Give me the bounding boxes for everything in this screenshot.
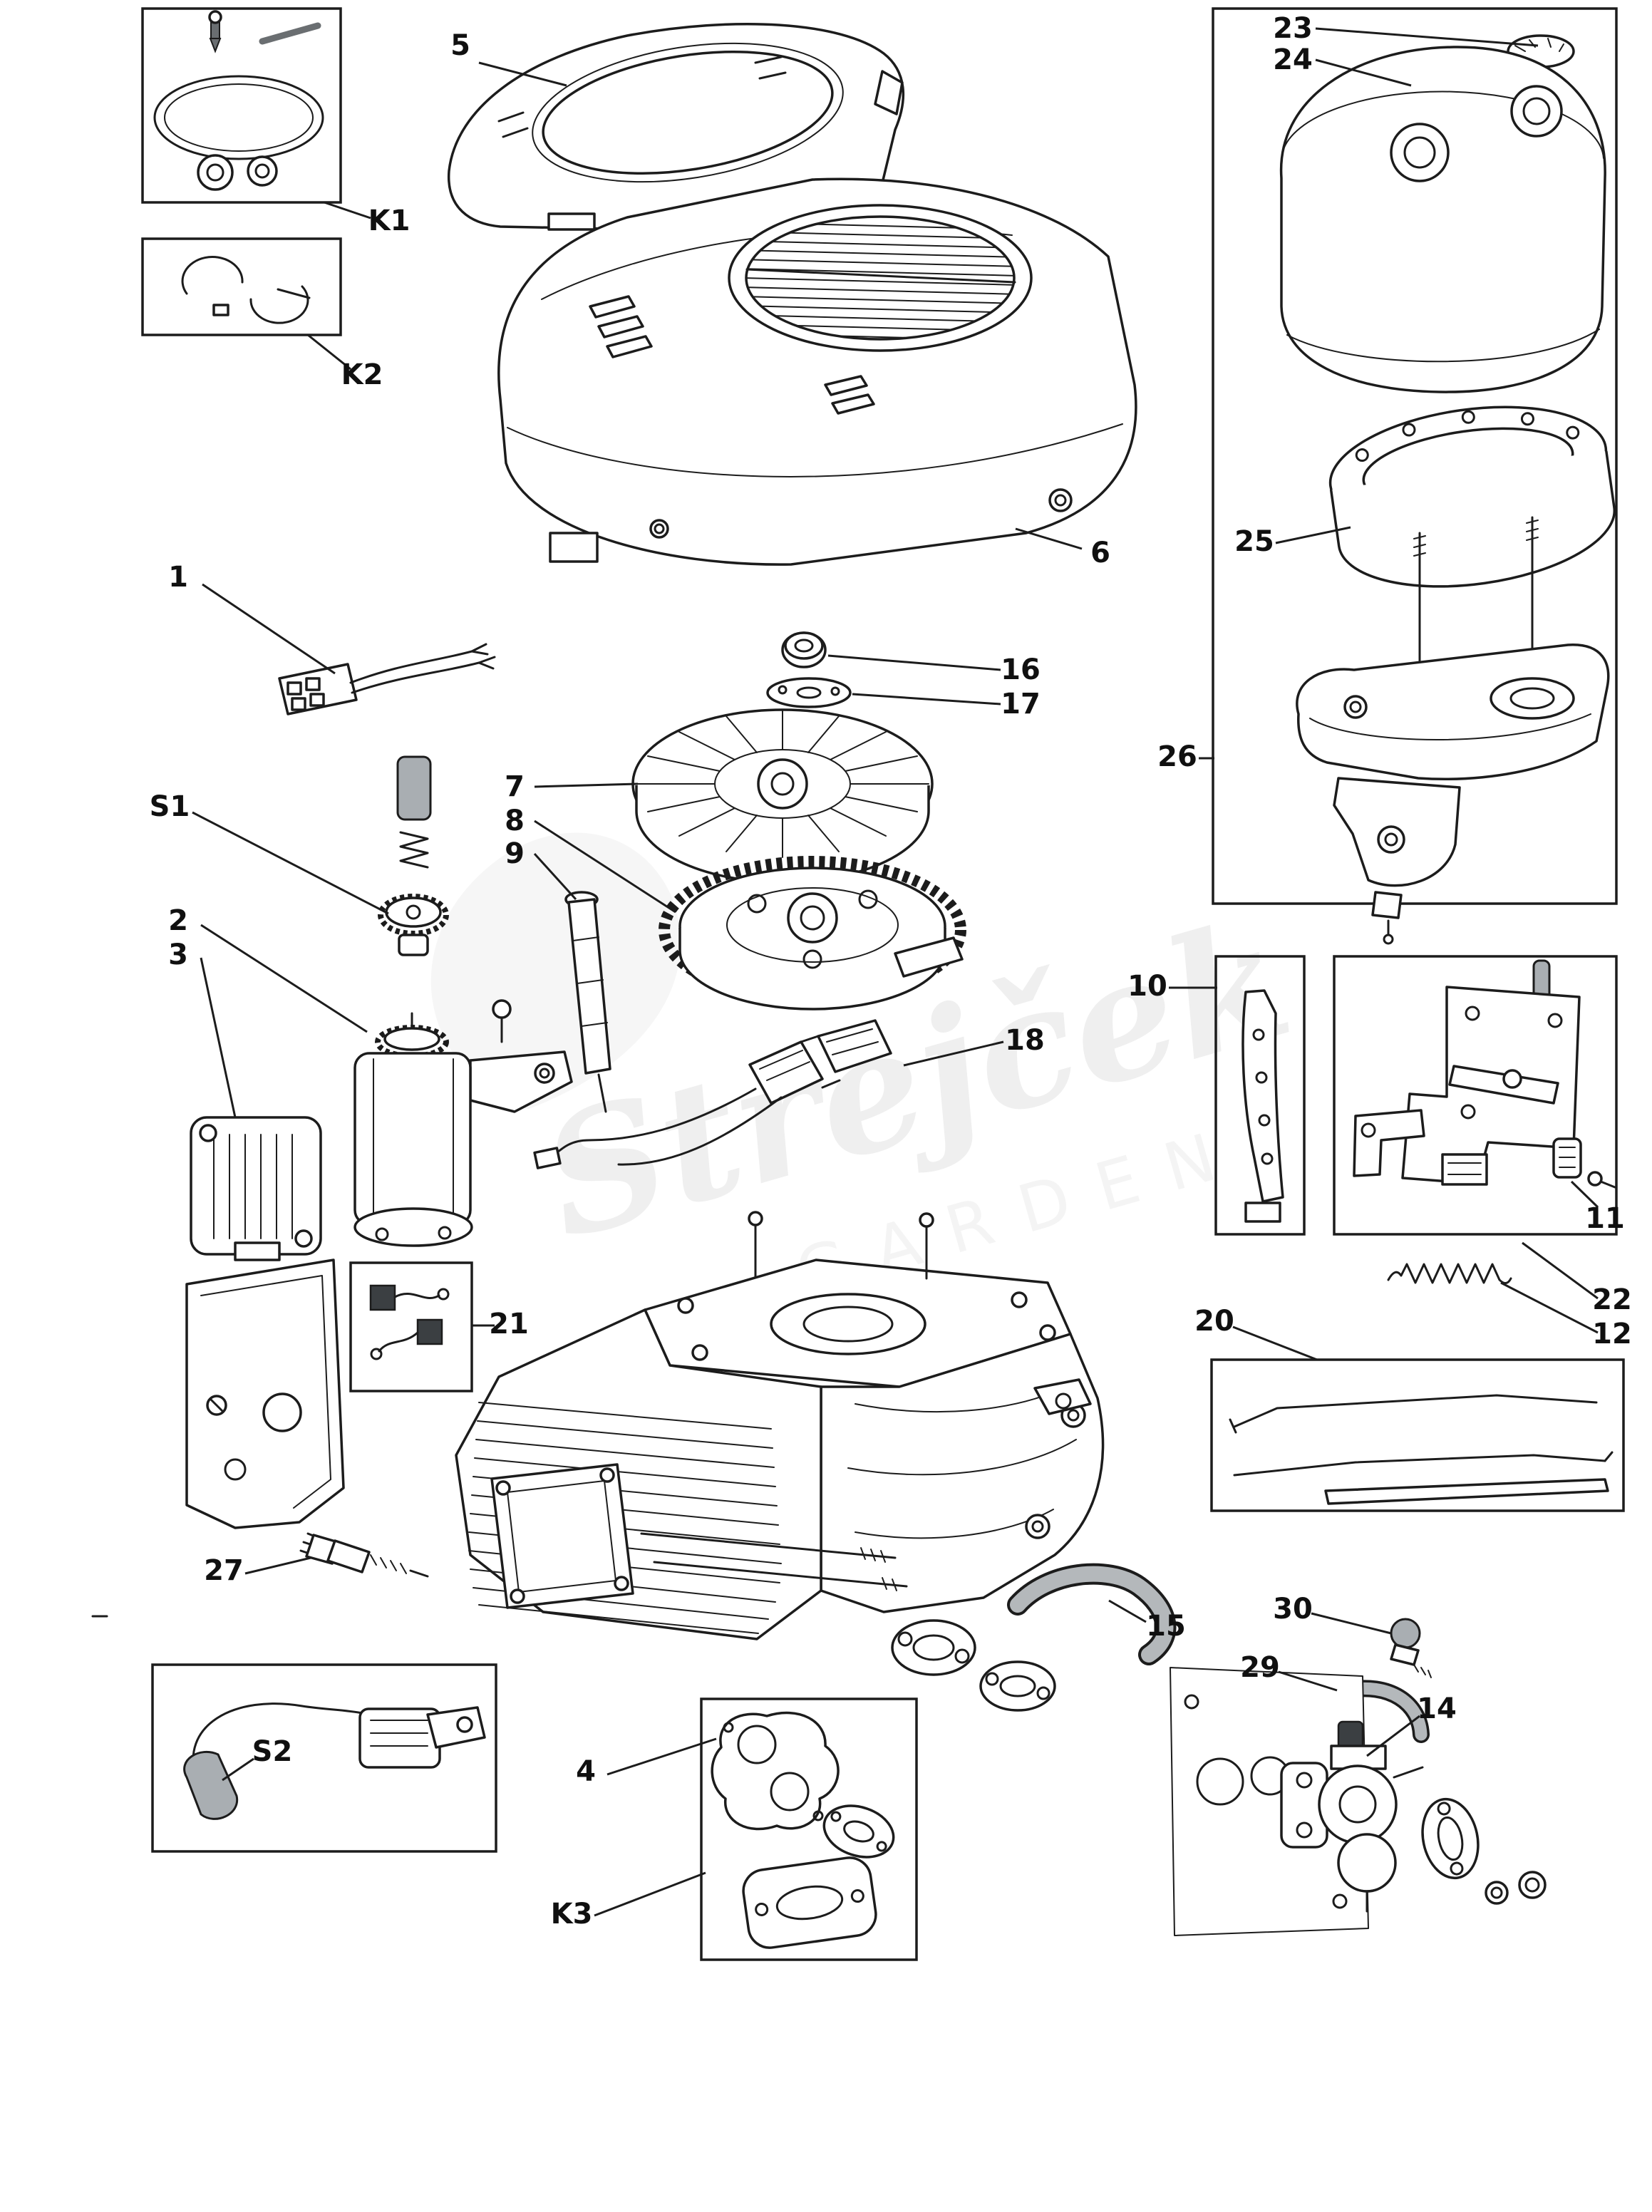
linkage-kit xyxy=(1210,1358,1625,1512)
callout-11: 11 xyxy=(1585,1202,1625,1235)
fan-blades xyxy=(636,710,929,858)
callout-23: 23 xyxy=(1273,12,1313,45)
callout-29: 29 xyxy=(1240,1651,1280,1684)
callout-30: 30 xyxy=(1273,1593,1313,1626)
ignition-coil-kit xyxy=(151,1663,497,1853)
wiring-connector xyxy=(278,643,496,715)
callout-25: 25 xyxy=(1234,525,1274,558)
callout-14: 14 xyxy=(1417,1692,1457,1725)
callout-18: 18 xyxy=(1005,1024,1045,1057)
callout-20: 20 xyxy=(1194,1305,1234,1338)
leader-lines xyxy=(192,27,1599,1917)
control-bracket-assembly xyxy=(1333,955,1618,1236)
fuel-fitting xyxy=(1390,1618,1432,1678)
bracket-clip-11 xyxy=(1552,1137,1616,1189)
repair-kit-k1 xyxy=(141,7,342,204)
carb-gasket xyxy=(1421,1797,1480,1880)
callout-26: 26 xyxy=(1157,740,1197,773)
heat-shield xyxy=(185,1259,345,1529)
breather-hose xyxy=(1007,1563,1177,1665)
callout-10: 10 xyxy=(1127,970,1167,1003)
air-filter-cartridge xyxy=(1328,405,1616,588)
callout-2: 2 xyxy=(168,904,188,937)
carburetor-body xyxy=(1318,1720,1424,1913)
flywheel-nut xyxy=(781,631,827,668)
callout-s2: S2 xyxy=(252,1735,293,1768)
brush-kit xyxy=(349,1261,473,1392)
callout-8: 8 xyxy=(505,805,525,837)
callout-5: 5 xyxy=(450,29,470,62)
callout-24: 24 xyxy=(1273,43,1313,76)
callout-3: 3 xyxy=(168,939,188,971)
gasket-kit-k3 xyxy=(700,1697,918,1961)
oil-tube xyxy=(564,891,611,1113)
grille-hatch xyxy=(746,222,1014,339)
callout-k1: K1 xyxy=(368,205,411,237)
engine-block xyxy=(455,1211,1105,1712)
ignition-armature xyxy=(533,1019,892,1169)
starter-cup-washer xyxy=(766,677,852,708)
air-cleaner-base xyxy=(1296,644,1610,945)
carburetor-group xyxy=(1170,1667,1547,1936)
air-cleaner-cover xyxy=(1279,46,1606,393)
flywheel-fan xyxy=(631,708,934,884)
callout-k2: K2 xyxy=(341,358,383,391)
callout-6: 6 xyxy=(1090,537,1110,569)
governor-spring xyxy=(1387,1263,1512,1284)
callout-22: 22 xyxy=(1592,1283,1632,1316)
governor-lever xyxy=(1214,955,1306,1236)
flywheel-ring-gear xyxy=(659,856,966,1011)
callout-17: 17 xyxy=(1001,688,1041,720)
blower-housing-top xyxy=(448,22,905,235)
callout-9: 9 xyxy=(505,837,525,870)
callout-21: 21 xyxy=(489,1308,529,1340)
callout-1: 1 xyxy=(168,561,188,594)
callout-labels: K1 K2 5 6 23 24 25 26 1 16 17 7 8 9 S1 2… xyxy=(150,12,1632,1931)
air-cleaner-assembly xyxy=(1212,7,1618,945)
engine-shroud xyxy=(497,177,1137,566)
exhaust-flange xyxy=(891,1619,1056,1712)
callout-15: 15 xyxy=(1146,1610,1186,1643)
callout-16: 16 xyxy=(1001,653,1041,686)
callout-7: 7 xyxy=(505,770,525,803)
callout-k3: K3 xyxy=(551,1898,593,1931)
callout-4: 4 xyxy=(576,1755,596,1788)
voltage-regulator xyxy=(190,1116,322,1261)
callout-12: 12 xyxy=(1592,1318,1632,1350)
clamp-kit-k2 xyxy=(141,237,342,336)
spark-plug xyxy=(299,1532,429,1578)
starter-drive-kit xyxy=(378,755,449,956)
starter-motor xyxy=(353,999,573,1247)
starter-bolt xyxy=(492,999,512,1043)
callout-27: 27 xyxy=(204,1554,244,1587)
head-studs xyxy=(640,1532,908,1591)
callout-s1: S1 xyxy=(150,790,190,823)
